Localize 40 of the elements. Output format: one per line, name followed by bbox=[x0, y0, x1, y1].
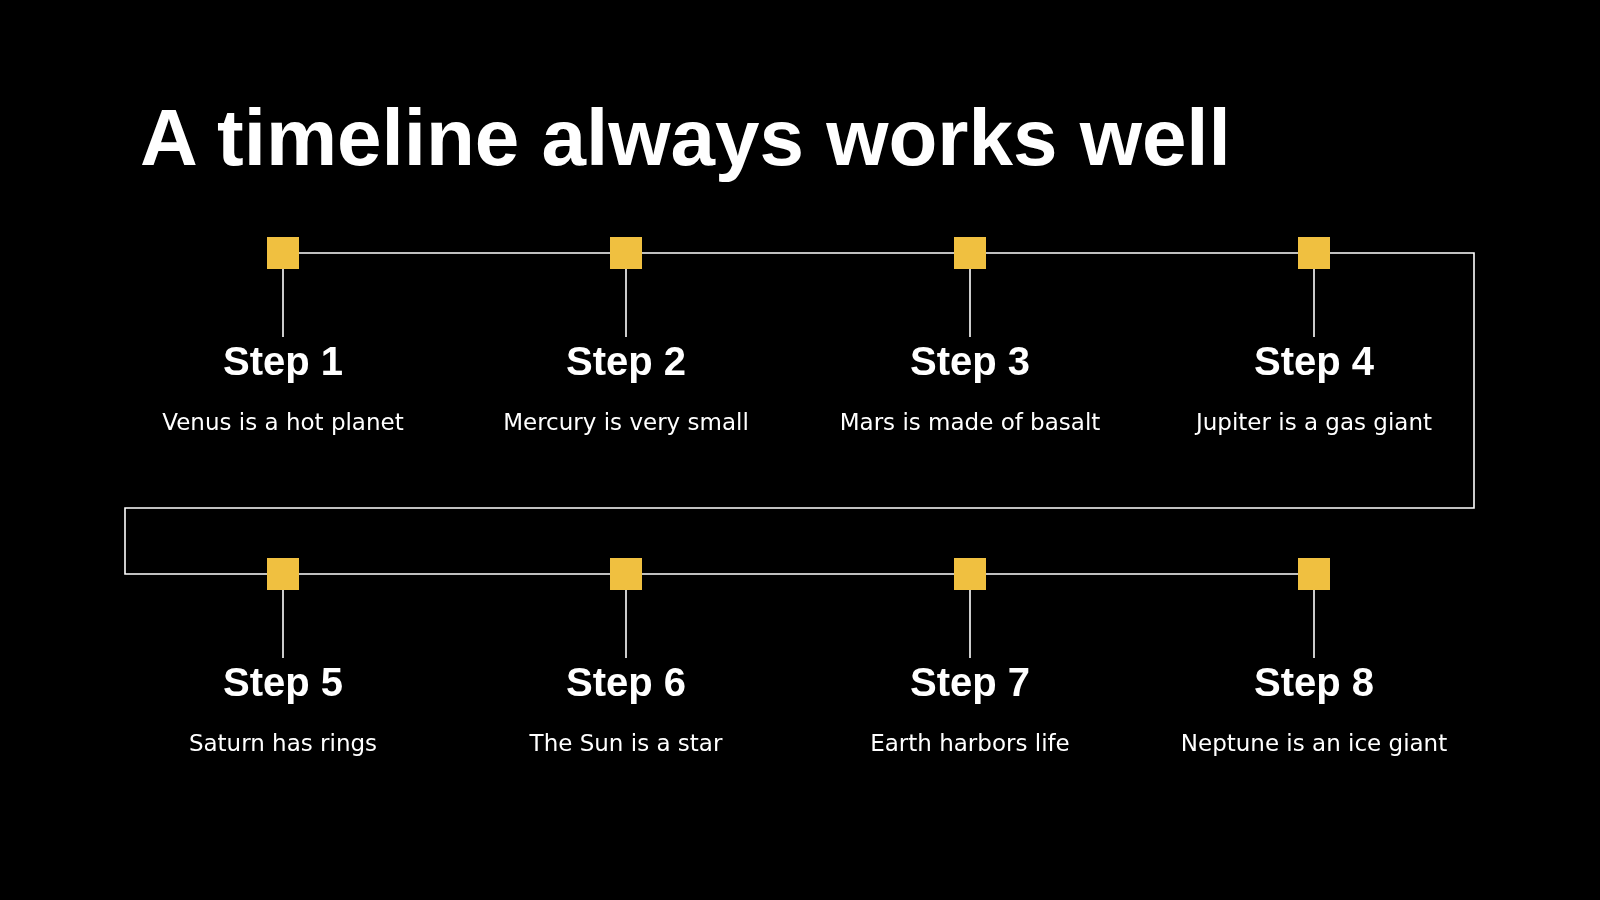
step-heading: Step 7 bbox=[909, 659, 1030, 706]
leader-line bbox=[969, 268, 971, 338]
timeline-line bbox=[985, 573, 1299, 575]
step-description: Saturn has rings bbox=[188, 729, 378, 758]
step-heading: Step 3 bbox=[909, 338, 1030, 385]
step-description: Jupiter is a gas giant bbox=[1195, 408, 1432, 437]
timeline-line bbox=[298, 573, 611, 575]
leader-line bbox=[282, 268, 284, 338]
timeline-marker bbox=[610, 558, 642, 590]
step-heading: Step 1 bbox=[222, 338, 343, 385]
leader-line bbox=[625, 268, 627, 338]
timeline-marker bbox=[610, 237, 642, 269]
step-description: The Sun is a star bbox=[529, 729, 723, 758]
timeline-line bbox=[641, 252, 955, 254]
step-heading: Step 4 bbox=[1253, 338, 1374, 385]
leader-line bbox=[1313, 589, 1315, 659]
timeline-marker bbox=[954, 558, 986, 590]
step-description: Earth harbors life bbox=[870, 729, 1070, 758]
step-heading: Step 6 bbox=[565, 659, 686, 706]
step-heading: Step 5 bbox=[222, 659, 343, 706]
leader-line bbox=[625, 589, 627, 659]
timeline-marker bbox=[1298, 558, 1330, 590]
leader-line bbox=[969, 589, 971, 659]
title: A timeline always works well bbox=[140, 92, 1231, 184]
leader-line bbox=[1313, 268, 1315, 338]
timeline-marker bbox=[267, 558, 299, 590]
timeline-marker bbox=[267, 237, 299, 269]
timeline-line bbox=[124, 252, 1475, 575]
step-description: Venus is a hot planet bbox=[162, 408, 404, 437]
step-description: Mercury is very small bbox=[503, 408, 749, 437]
timeline-line bbox=[641, 573, 955, 575]
step-heading: Step 8 bbox=[1253, 659, 1374, 706]
step-heading: Step 2 bbox=[565, 338, 686, 385]
timeline-marker bbox=[1298, 237, 1330, 269]
timeline-line bbox=[985, 252, 1299, 254]
step-description: Neptune is an ice giant bbox=[1180, 729, 1448, 758]
leader-line bbox=[282, 589, 284, 659]
timeline-line bbox=[298, 252, 611, 254]
step-description: Mars is made of basalt bbox=[839, 408, 1101, 437]
timeline-marker bbox=[954, 237, 986, 269]
